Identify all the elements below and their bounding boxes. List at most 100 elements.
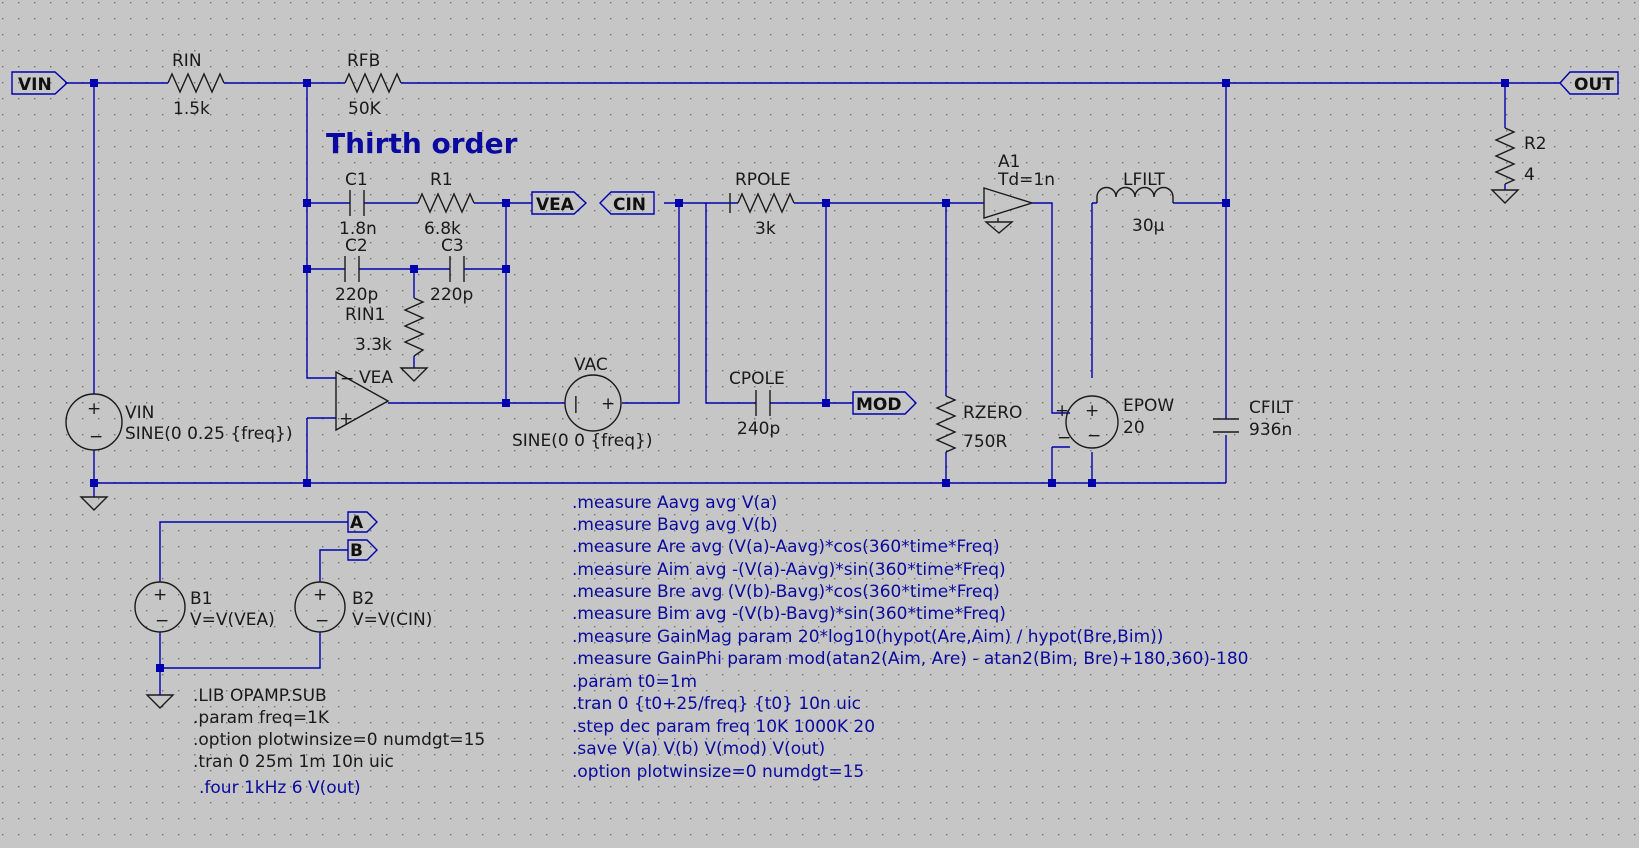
- rin-name: RIN: [172, 51, 202, 71]
- c3-value: 220p: [430, 285, 473, 305]
- rzero-name: RZERO: [963, 403, 1022, 423]
- directive-line: .param t0=1m: [572, 672, 697, 692]
- directive-line: .step dec param freq 10K 1000K 20: [572, 717, 875, 737]
- rpole-value: 3k: [755, 219, 776, 239]
- ground-symbol-bottom: [145, 694, 175, 709]
- directive-line: .save V(a) V(b) V(mod) V(out): [572, 739, 825, 759]
- four-directive[interactable]: .four 1kHz 6 V(out): [199, 778, 361, 798]
- resistor-rin[interactable]: RIN 1.5k: [167, 51, 225, 119]
- directives-left[interactable]: .LIB OPAMP.SUB .param freq=1K .option pl…: [193, 686, 485, 772]
- port-vin-label: VIN: [18, 75, 52, 95]
- svg-text:+: +: [601, 394, 615, 414]
- port-a-label: A: [350, 513, 364, 533]
- directive-line: .tran 0 {t0+25/freq} {t0} 10n uic: [572, 694, 861, 714]
- directives-right[interactable]: .measure Aavg avg V(a) .measure Bavg avg…: [572, 493, 1248, 782]
- directive-line: .param freq=1K: [193, 708, 330, 728]
- directive-line: .measure Bavg avg V(b): [572, 515, 778, 535]
- svg-text:+: +: [313, 585, 327, 605]
- port-b[interactable]: B: [347, 539, 378, 561]
- svg-text:+: +: [87, 399, 101, 419]
- svg-text:+: +: [1085, 401, 1099, 421]
- rin1-name: RIN1: [345, 305, 385, 325]
- directive-line: .measure Aim avg -(V(a)-Aavg)*sin(360*ti…: [572, 560, 1006, 580]
- r2-value: 4: [1524, 165, 1535, 185]
- source-vac[interactable]: | + VAC SINE(0 0 {freq}): [512, 355, 652, 451]
- capacitor-cpole[interactable]: CPOLE 240p: [729, 369, 785, 439]
- svg-text:|: |: [573, 394, 579, 414]
- svg-text:−: −: [340, 369, 354, 389]
- epow-name: EPOW: [1123, 396, 1174, 416]
- port-vea[interactable]: VEA: [531, 191, 588, 215]
- ground-symbol: [79, 496, 109, 511]
- svg-text:−: −: [315, 611, 329, 631]
- svg-text:−: −: [89, 427, 103, 447]
- vin-name: VIN: [125, 403, 154, 423]
- resistor-r2[interactable]: R2 4: [1490, 127, 1547, 204]
- port-mod[interactable]: MOD: [852, 391, 917, 415]
- buffer-a1[interactable]: A1 Td=1n: [983, 152, 1055, 234]
- opamp-vea[interactable]: − + VEA: [335, 368, 393, 432]
- source-vin[interactable]: + − VIN SINE(0 0.25 {freq}): [65, 393, 293, 451]
- rin-value: 1.5k: [173, 99, 210, 119]
- resistor-rzero[interactable]: RZERO 750R: [935, 395, 1022, 453]
- capacitor-c3[interactable]: C3 220p: [430, 236, 473, 305]
- capacitor-c2[interactable]: C2 220p: [335, 236, 378, 305]
- vin-value: SINE(0 0.25 {freq}): [125, 424, 293, 444]
- b1-value: V=V(VEA): [190, 610, 275, 630]
- c3-name: C3: [441, 236, 464, 256]
- rfb-value: 50K: [348, 99, 382, 119]
- directive-line: .measure Bre avg (V(b)-Bavg)*cos(360*tim…: [572, 582, 1000, 602]
- opamp-name: VEA: [359, 368, 393, 388]
- lfilt-name: LFILT: [1123, 170, 1165, 190]
- rpole-name: RPOLE: [735, 170, 791, 190]
- directive-line: .tran 0 25m 1m 10n uic: [193, 752, 394, 772]
- schematic-title: Thirth order: [326, 127, 518, 160]
- port-b-label: B: [350, 541, 363, 561]
- resistor-r1[interactable]: R1 6.8k: [417, 170, 475, 239]
- vac-value: SINE(0 0 {freq}): [512, 431, 652, 451]
- source-b1[interactable]: + − B1 V=V(VEA): [134, 581, 275, 633]
- port-cin[interactable]: CIN: [599, 191, 655, 215]
- source-epow[interactable]: + − + − EPOW 20: [1055, 395, 1174, 449]
- port-out[interactable]: OUT: [1559, 71, 1619, 95]
- inductor-lfilt[interactable]: LFILT 30µ: [1096, 170, 1174, 236]
- source-b2[interactable]: + − B2 V=V(CIN): [294, 581, 432, 633]
- svg-text:−: −: [155, 611, 169, 631]
- resistor-rin1[interactable]: RIN1 3.3k: [345, 297, 429, 382]
- a1-name: A1: [998, 152, 1020, 172]
- a1-value: Td=1n: [997, 170, 1055, 190]
- port-vea-label: VEA: [536, 195, 575, 215]
- resistor-rfb[interactable]: RFB 50K: [344, 51, 402, 119]
- directive-line: .option plotwinsize=0 numdgt=15: [572, 762, 864, 782]
- port-cin-label: CIN: [613, 195, 646, 215]
- port-vin[interactable]: VIN: [11, 71, 69, 95]
- svg-text:+: +: [153, 585, 167, 605]
- directive-line: .measure Aavg avg V(a): [572, 493, 777, 513]
- c2-name: C2: [345, 236, 368, 256]
- capacitor-cfilt[interactable]: CFILT 936n: [1213, 398, 1294, 440]
- svg-text:−: −: [1087, 426, 1101, 446]
- cfilt-name: CFILT: [1249, 398, 1294, 418]
- directive-line: .measure GainPhi param mod(atan2(Aim, Ar…: [572, 649, 1248, 669]
- capacitor-c1[interactable]: C1 1.8n: [339, 170, 377, 239]
- r1-name: R1: [430, 170, 453, 190]
- directive-line: .measure Bim avg -(V(b)-Bavg)*sin(360*ti…: [572, 604, 1006, 624]
- c1-name: C1: [345, 170, 368, 190]
- epow-value: 20: [1123, 418, 1145, 438]
- resistor-rpole[interactable]: RPOLE 3k: [729, 170, 795, 239]
- svg-text:+: +: [339, 409, 353, 429]
- b1-name: B1: [190, 589, 212, 609]
- b2-value: V=V(CIN): [352, 610, 432, 630]
- directive-line: .measure Are avg (V(a)-Aavg)*cos(360*tim…: [572, 537, 1000, 557]
- c2-value: 220p: [335, 285, 378, 305]
- rfb-name: RFB: [347, 51, 380, 71]
- lfilt-value: 30µ: [1132, 216, 1165, 236]
- c1-value: 1.8n: [339, 219, 377, 239]
- rin1-value: 3.3k: [355, 335, 392, 355]
- port-a[interactable]: A: [347, 511, 378, 533]
- wires[interactable]: [65, 79, 1560, 695]
- directive-line: .measure GainMag param 20*log10(hypot(Ar…: [572, 627, 1163, 647]
- svg-text:−: −: [1057, 428, 1071, 448]
